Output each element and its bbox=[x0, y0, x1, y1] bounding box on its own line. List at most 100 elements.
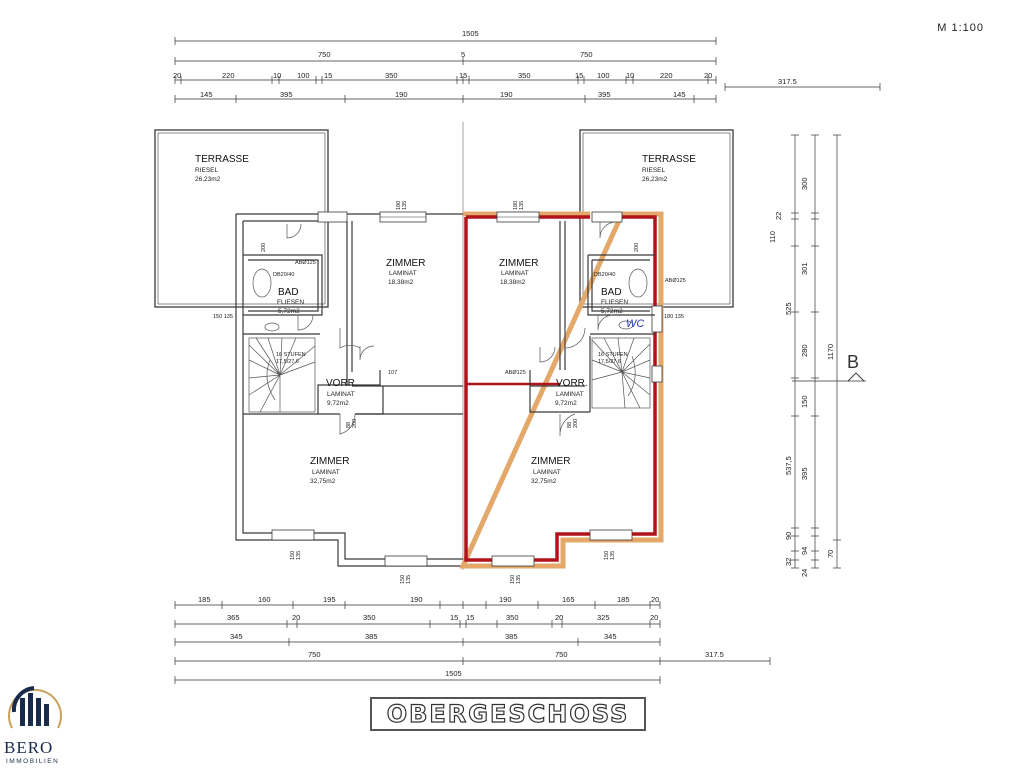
dim-right-3: 301 bbox=[800, 262, 809, 275]
dim-right-2: 110 bbox=[768, 231, 777, 243]
dim-right-6: 150 bbox=[800, 395, 809, 408]
dim-bot-r4-2: 317.5 bbox=[705, 650, 724, 659]
right-room2-finish: LAMINAT bbox=[533, 469, 561, 476]
svg-text:200: 200 bbox=[352, 419, 358, 428]
svg-text:150: 150 bbox=[510, 575, 516, 584]
right-stairs-sub: 17,5/27,6 bbox=[598, 359, 621, 365]
dim-top-r2-6: 15 bbox=[459, 71, 467, 80]
stairs-left bbox=[248, 337, 316, 413]
left-room1-name: ZIMMER bbox=[386, 258, 425, 269]
dim-bot-r2-3: 15 bbox=[450, 613, 458, 622]
dim-bot-r4-0: 750 bbox=[308, 650, 321, 659]
left-hall-name: VORR. bbox=[326, 378, 358, 389]
svg-text:200: 200 bbox=[261, 243, 267, 252]
left-db-label: DB20/40 bbox=[273, 272, 294, 278]
dim-top-extra: 317.5 bbox=[778, 77, 797, 86]
svg-text:135: 135 bbox=[402, 201, 408, 210]
dim-bot-r1-5: 190 bbox=[499, 595, 512, 604]
svg-text:150: 150 bbox=[604, 551, 610, 560]
dim-half-right-top: 750 bbox=[580, 50, 593, 59]
dim-right-11: 32 bbox=[784, 558, 793, 566]
dim-top-r2-11: 220 bbox=[660, 71, 673, 80]
svg-text:88: 88 bbox=[346, 422, 352, 428]
right-hall-finish: LAMINAT bbox=[556, 391, 584, 398]
terrace-right-name: TERRASSE bbox=[642, 154, 696, 165]
right-bath-finish: FLIESEN bbox=[601, 299, 628, 306]
svg-text:88: 88 bbox=[567, 422, 573, 428]
svg-text:150: 150 bbox=[290, 551, 296, 560]
svg-text:135: 135 bbox=[406, 575, 412, 584]
dim-bot-r4-1: 750 bbox=[555, 650, 568, 659]
right-room1-name: ZIMMER bbox=[499, 258, 538, 269]
dim-right-7: 537,5 bbox=[784, 456, 793, 475]
dim-top-r3-2: 190 bbox=[395, 90, 408, 99]
left-room1-area: 18,38m2 bbox=[388, 279, 414, 286]
dim-bot-r3-3: 345 bbox=[604, 632, 617, 641]
right-room-labels: ZIMMER LAMINAT 18,38m2 BAD FLIESEN 5,72m… bbox=[499, 258, 644, 485]
dim-bot-r3-2: 385 bbox=[505, 632, 518, 641]
dim-bot-r1-7: 185 bbox=[617, 595, 630, 604]
svg-text:135: 135 bbox=[610, 551, 616, 560]
left-hall-area: 9,72m2 bbox=[327, 400, 349, 407]
left-ab-label: ABØ125 bbox=[295, 260, 316, 266]
dim-right-10: 94 bbox=[800, 547, 809, 555]
right-room2-area: 32,75m2 bbox=[531, 478, 557, 485]
dim-bot-r1-8: 20 bbox=[651, 595, 659, 604]
dim-top-r2-12: 20 bbox=[704, 71, 712, 80]
left-door-107-label: 107 bbox=[388, 370, 397, 376]
dim-right-9: 90 bbox=[784, 532, 793, 540]
dim-right-12: 24 bbox=[800, 569, 809, 577]
dim-bot-r1-2: 195 bbox=[323, 595, 336, 604]
dim-right-outer-0: 1170 bbox=[826, 344, 835, 360]
dim-bot-r2-4: 15 bbox=[466, 613, 474, 622]
terrace-left: TERRASSE RIESEL 26,23m2 bbox=[154, 129, 329, 308]
dim-top-r3-0: 145 bbox=[200, 90, 213, 99]
right-wc-label: WC bbox=[626, 318, 644, 330]
opening-labels: 150 135 180 135 107 ABØ125 ABØ125 ABØ125… bbox=[213, 260, 686, 376]
house-logo-icon bbox=[8, 686, 62, 729]
dim-top-r2-2: 10 bbox=[273, 71, 281, 80]
svg-text:150: 150 bbox=[400, 575, 406, 584]
right-room2-name: ZIMMER bbox=[531, 456, 570, 467]
left-bath-finish: FLIESEN bbox=[277, 299, 304, 306]
dim-center-top: 5 bbox=[461, 50, 465, 59]
bottom-dimension-lines: 185 160 195 350 190 190 165 185 20 365 2… bbox=[174, 595, 771, 684]
dim-top-r2-4: 15 bbox=[324, 71, 332, 80]
svg-text:180: 180 bbox=[396, 201, 402, 210]
left-hall-finish: LAMINAT bbox=[327, 391, 355, 398]
left-bath-area: 5,72m2 bbox=[278, 308, 300, 315]
dim-right-1: 22 bbox=[774, 212, 783, 220]
dim-right-8: 395 bbox=[800, 467, 809, 480]
floor-title: OBERGESCHOSS bbox=[386, 699, 630, 728]
terrace-right-area: 26,23m2 bbox=[642, 176, 668, 183]
left-room-labels: ZIMMER LAMINAT 18,38m2 BAD FLIESEN 5,72m… bbox=[276, 258, 425, 485]
right-bath-name: BAD bbox=[601, 287, 622, 298]
dim-bot-r2-7: 325 bbox=[597, 613, 610, 622]
svg-text:135: 135 bbox=[519, 201, 525, 210]
dim-top-r2-9: 100 bbox=[597, 71, 610, 80]
dim-overall-top: 1505 bbox=[462, 29, 479, 38]
dim-top-r2-5: 350 bbox=[385, 71, 398, 80]
svg-text:200: 200 bbox=[573, 419, 579, 428]
dim-bot-r1-6: 165 bbox=[562, 595, 575, 604]
right-room1-area: 18,38m2 bbox=[500, 279, 526, 286]
right-ab2-label: ABØ125 bbox=[665, 278, 686, 284]
dim-bot-r2-1: 20 bbox=[292, 613, 300, 622]
terrace-left-finish: RIESEL bbox=[195, 167, 219, 174]
dim-top-r2-7: 350 bbox=[518, 71, 531, 80]
svg-text:135: 135 bbox=[296, 551, 302, 560]
dim-right-outer-1: 70 bbox=[826, 550, 835, 558]
top-dimension-lines: 1505 750 5 750 20 220 10 100 15 350 15 3… bbox=[173, 29, 881, 103]
svg-text:180: 180 bbox=[513, 201, 519, 210]
dim-bot-r2-8: 20 bbox=[650, 613, 658, 622]
left-terrace-door-label: 150 135 bbox=[213, 314, 233, 320]
right-stairs-label: 16 STUFEN bbox=[598, 352, 628, 358]
left-room2-name: ZIMMER bbox=[310, 456, 349, 467]
dim-top-r2-3: 100 bbox=[297, 71, 310, 80]
dim-half-left-top: 750 bbox=[318, 50, 331, 59]
dim-top-r2-10: 10 bbox=[626, 71, 634, 80]
floor-title-box: OBERGESCHOSS bbox=[370, 697, 646, 731]
dim-top-r2-8: 15 bbox=[575, 71, 583, 80]
